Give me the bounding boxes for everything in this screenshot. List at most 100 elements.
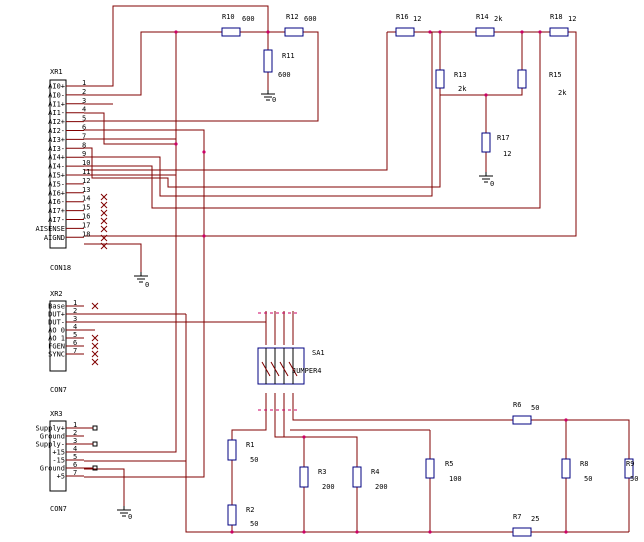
ref-label: R10 [222, 13, 235, 21]
pin-label: AO 0 [48, 327, 65, 335]
jumper-ref: SA1 [312, 349, 325, 357]
resistor-r11 [263, 49, 273, 73]
value-label: 50 [250, 520, 258, 528]
pin-label: AI0+ [48, 83, 65, 91]
no-connect-mark [91, 342, 99, 350]
junction-dot [438, 30, 442, 34]
junction-dot [230, 530, 234, 534]
pin-number: 15 [82, 204, 90, 212]
no-connect-mark [91, 358, 99, 366]
value-label: 600 [242, 15, 255, 23]
pin-label: -15 [52, 457, 65, 465]
no-connect-mark [91, 334, 99, 342]
ground-symbol: 0 [261, 90, 276, 104]
resistor-r3 [299, 466, 309, 488]
resistor-r8 [561, 458, 571, 479]
pin-label: Supply- [35, 441, 65, 449]
resistor-r16 [395, 27, 415, 37]
no-connect-mark [100, 234, 108, 242]
pin-number: 5 [82, 115, 86, 123]
ref-label: R9 [626, 460, 634, 468]
resistor-r6 [512, 415, 532, 425]
pin-number: 1 [82, 79, 86, 87]
pin-number: 12 [82, 177, 90, 185]
pin-number: 16 [82, 213, 90, 221]
value-label: 25 [531, 515, 539, 523]
pin-label: AISENSE [35, 225, 65, 233]
pin-list: AI0+1AI0-2AI1+3AI1-4AI2+5AI2-6AI3+7AI3-8… [35, 79, 90, 242]
ground-symbols: 0 0 0 0 [117, 90, 494, 521]
pin-number: 3 [73, 437, 77, 445]
junction-dot [174, 30, 178, 34]
junction-dot [428, 30, 432, 34]
resistor-r13 [435, 69, 445, 89]
ref-label: R7 [513, 513, 521, 521]
junction-dot [428, 530, 432, 534]
ref-label: R13 [454, 71, 467, 79]
pin-number: 6 [73, 339, 77, 347]
resistor-r18 [549, 27, 569, 37]
resistor-r15 [517, 69, 527, 89]
pin-number: 6 [73, 461, 77, 469]
junction-dot [538, 30, 542, 34]
pin-label: AI1- [48, 109, 65, 117]
no-connect-mark [100, 225, 108, 233]
junction-dot [174, 142, 178, 146]
connector-body [49, 420, 67, 492]
pin-number: 4 [73, 323, 77, 331]
ref-label: R1 [246, 441, 254, 449]
value-label: 2k [558, 89, 567, 97]
junction-dot [202, 150, 206, 154]
jumper-name: JUMPER4 [292, 367, 322, 375]
junction-dot [484, 93, 488, 97]
value-label: 50 [630, 475, 638, 483]
wire-ai0n [84, 31, 222, 96]
pin-label: AI4+ [48, 154, 65, 162]
connector-name: CON7 [50, 386, 67, 394]
ground-symbol: 0 [117, 506, 132, 521]
pin-label: DUT- [48, 319, 65, 327]
resistor-r9 [624, 458, 634, 479]
pin-label: AI3+ [48, 136, 65, 144]
value-label: 12 [503, 150, 511, 158]
pin-number: 1 [73, 421, 77, 429]
pin-label: Ground [40, 465, 65, 473]
ref-label: R5 [445, 460, 453, 468]
resistor-r2 [227, 504, 237, 526]
pin-label: Supply+ [35, 425, 65, 433]
pin-number: 8 [82, 141, 86, 149]
no-connect-mark [100, 209, 108, 217]
ground-label: 0 [145, 281, 149, 289]
pin-number: 14 [82, 195, 90, 203]
pin-number: 7 [82, 132, 86, 140]
ref-label: R2 [246, 506, 254, 514]
pin-number: 9 [82, 150, 86, 158]
pin-number: 3 [82, 97, 86, 105]
ground-label: 0 [490, 180, 494, 188]
pin-label: AI2- [48, 127, 65, 135]
value-label: 600 [304, 15, 317, 23]
pin-label: AI4- [48, 163, 65, 171]
value-label: 200 [375, 483, 388, 491]
terminal-square [92, 441, 98, 447]
ground-symbol: 0 [134, 272, 149, 289]
pin-number: 7 [73, 469, 77, 477]
value-label: 600 [278, 71, 291, 79]
ref-label: R6 [513, 401, 521, 409]
resistor-r7 [512, 527, 532, 537]
junction-dot [302, 530, 306, 534]
ref-label: R12 [286, 13, 299, 21]
ground-label: 0 [128, 513, 132, 521]
value-label: 50 [584, 475, 592, 483]
terminal-square [92, 425, 98, 431]
connector-xr1: XR1 AI0+1AI0-2AI1+3AI1-4AI2+5AI2-6AI3+7A… [35, 68, 90, 272]
pin-number: 2 [82, 88, 86, 96]
pin-number: 10 [82, 159, 90, 167]
resistor-r14 [475, 27, 495, 37]
ref-label: R18 [550, 13, 563, 21]
resistor-r5 [425, 458, 435, 479]
pin-number: 6 [82, 124, 86, 132]
